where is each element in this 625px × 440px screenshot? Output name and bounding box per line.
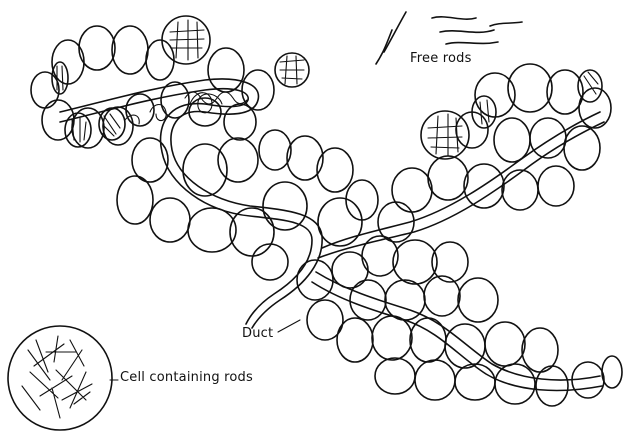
duct-label: Duct	[242, 326, 273, 341]
cell-containing-rods-label: Cell containing rods	[120, 370, 253, 385]
enlarged-rod-cell	[8, 326, 112, 430]
free-rods-label: Free rods	[410, 51, 472, 66]
rod-tangle	[125, 92, 247, 124]
rod-cells-upper-left	[52, 16, 309, 147]
upper-left-lobules	[31, 26, 378, 280]
